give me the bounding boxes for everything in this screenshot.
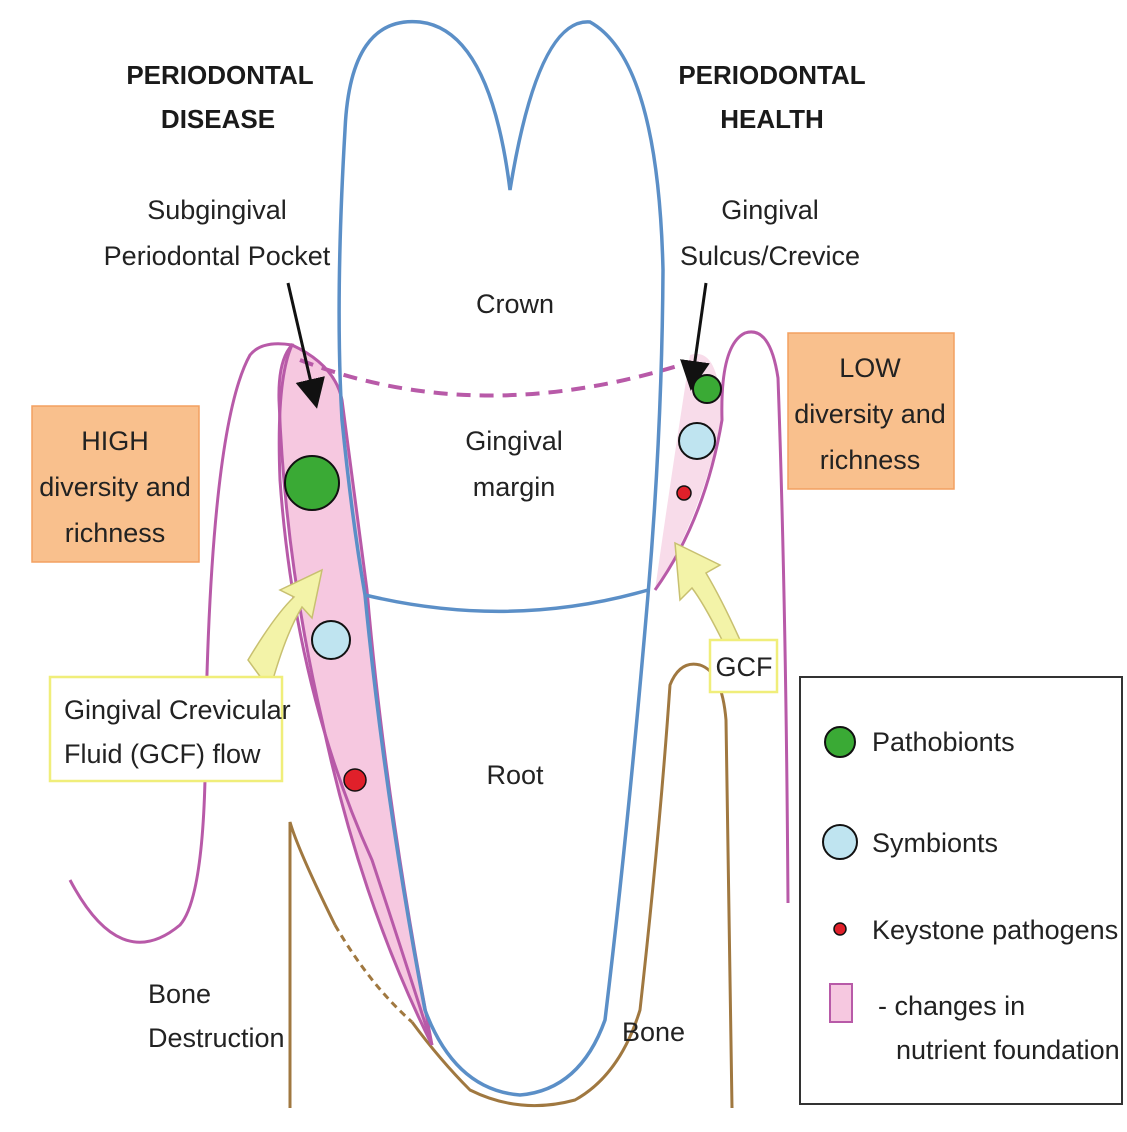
gcf-flow-arrow-right — [675, 543, 740, 648]
symbiont-circle-sulcus — [679, 423, 715, 459]
legend-symbionts-label: Symbionts — [872, 828, 998, 858]
gingival-margin-label-line2: margin — [473, 472, 556, 502]
legend-pathobiont-icon — [825, 727, 855, 757]
bone-label: Bone — [622, 1017, 685, 1047]
health-heading-line1: PERIODONTAL — [678, 60, 865, 90]
symbiont-circle-pocket — [312, 621, 350, 659]
legend-nutrient-label-line2: nutrient foundation — [896, 1035, 1120, 1065]
keystone-circle-sulcus — [677, 486, 691, 500]
periodontal-pocket — [279, 345, 432, 1045]
low-diversity-line1: LOW — [839, 353, 901, 383]
disease-heading-line2: DISEASE — [161, 104, 275, 134]
gcf-flow-line1: Gingival Crevicular — [64, 695, 291, 725]
gcf-label: GCF — [716, 652, 773, 682]
high-diversity-line1: HIGH — [81, 426, 149, 456]
low-diversity-line3: richness — [820, 445, 921, 475]
high-diversity-line2: diversity and — [39, 472, 191, 502]
subgingival-label-line1: Subgingival — [147, 195, 287, 225]
legend-nutrient-swatch — [830, 984, 852, 1022]
bone-destruction-label-line2: Destruction — [148, 1023, 285, 1053]
gcf-flow-line2: Fluid (GCF) flow — [64, 739, 261, 769]
legend-keystone-icon — [834, 923, 846, 935]
pathobiont-circle-pocket — [285, 456, 339, 510]
bone-outline-left — [290, 822, 335, 1108]
subgingival-label-line2: Periodontal Pocket — [104, 241, 331, 271]
keystone-circle-pocket — [344, 769, 366, 791]
legend-keystone-label: Keystone pathogens — [872, 915, 1118, 945]
legend-nutrient-label-line1: - changes in — [878, 991, 1025, 1021]
gingival-sulcus-label-line2: Sulcus/Crevice — [680, 241, 860, 271]
gingival-margin-label-line1: Gingival — [465, 426, 563, 456]
root-label: Root — [486, 760, 544, 790]
gingival-margin-dashed-line — [300, 360, 690, 396]
high-diversity-line3: richness — [65, 518, 166, 548]
disease-heading-line1: PERIODONTAL — [126, 60, 313, 90]
legend-symbiont-icon — [823, 825, 857, 859]
cemento-enamel-junction — [365, 590, 648, 611]
bone-destruction-label-line1: Bone — [148, 979, 211, 1009]
legend-pathobionts-label: Pathobionts — [872, 727, 1015, 757]
crown-label: Crown — [476, 289, 554, 319]
pathobiont-circle-sulcus — [693, 375, 721, 403]
low-diversity-line2: diversity and — [794, 399, 946, 429]
health-heading-line2: HEALTH — [720, 104, 824, 134]
gingival-sulcus-label-line1: Gingival — [721, 195, 819, 225]
